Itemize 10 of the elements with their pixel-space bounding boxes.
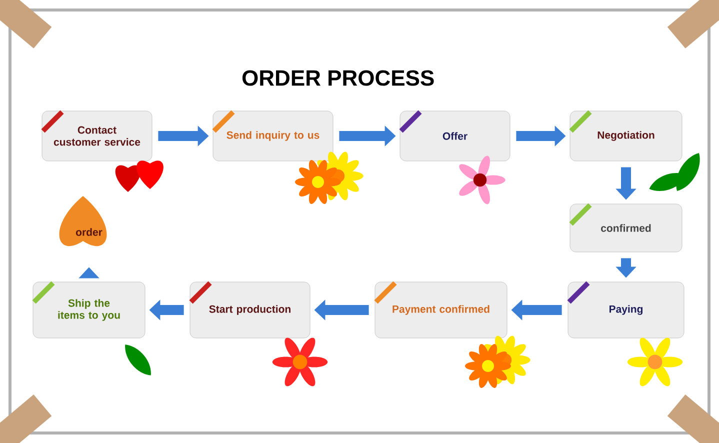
process-box: Ship the items to you [32,281,146,338]
process-box: Paying [567,281,684,338]
process-box: confirmed [569,203,682,252]
process-box: Offer [399,110,510,162]
process-box: Contact customer service [41,110,152,162]
process-box: Payment confirmed [374,281,508,338]
process-box: Send inquiry to us [212,110,334,162]
process-box: Start production [189,281,310,338]
process-box: Negotiation [569,110,682,162]
title: ORDER PROCESS [242,70,434,86]
